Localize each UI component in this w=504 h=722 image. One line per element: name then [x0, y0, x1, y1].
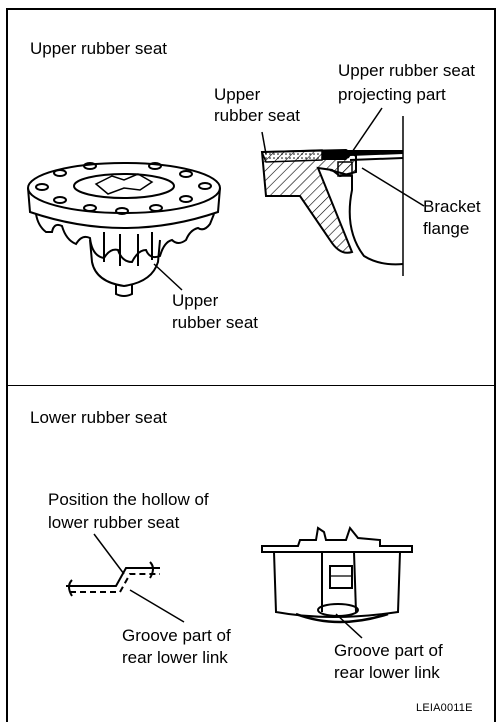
- label-upper-seat-top-line1: Upper: [214, 85, 261, 104]
- label-upper-seat-bottom-line2: rubber seat: [172, 313, 258, 332]
- label-groove-left-line2: rear lower link: [122, 648, 228, 667]
- label-position-line2: lower rubber seat: [48, 513, 180, 532]
- label-projecting-line2: projecting part: [338, 85, 446, 104]
- figure-code: LEIA0011E: [416, 702, 473, 714]
- figure-frame: [6, 8, 496, 722]
- upper-section-title: Upper rubber seat: [30, 39, 168, 58]
- lower-section-title: Lower rubber seat: [30, 408, 168, 427]
- label-upper-seat-top-line2: rubber seat: [214, 106, 300, 125]
- label-position-line1: Position the hollow of: [48, 490, 209, 509]
- label-groove-left-line1: Groove part of: [122, 626, 231, 645]
- section-divider: [6, 385, 496, 386]
- label-bracket-line1: Bracket: [423, 197, 481, 216]
- upper-rubber-seat-3d: [27, 162, 221, 297]
- label-projecting-line1: Upper rubber seat: [338, 61, 476, 80]
- label-bracket-line2: flange: [423, 219, 470, 238]
- label-groove-right-line2: rear lower link: [334, 663, 440, 682]
- upper-seat-cross-section: [260, 107, 425, 276]
- lower-seat-3d: [261, 525, 413, 639]
- label-groove-right-line1: Groove part of: [334, 641, 443, 660]
- label-upper-seat-bottom-line1: Upper: [172, 291, 219, 310]
- lower-seat-profile: [66, 533, 185, 623]
